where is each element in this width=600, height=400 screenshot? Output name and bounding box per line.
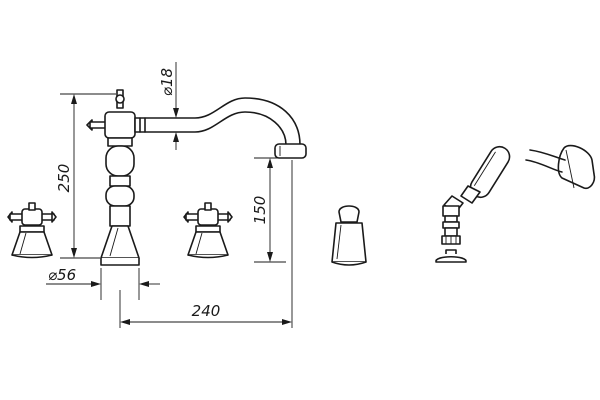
dimension-height-150: 150 <box>251 157 286 263</box>
hand-shower <box>435 144 596 263</box>
column-bulb-2 <box>105 185 135 207</box>
spout-aerator <box>274 143 307 159</box>
diverter-knob <box>331 205 367 266</box>
dimension-label-56: ⌀56 <box>48 266 76 284</box>
top-handle-hub <box>104 111 136 139</box>
column-bulb-1 <box>105 145 135 177</box>
top-handle-knob <box>115 94 125 104</box>
spout-base <box>100 225 140 259</box>
column-neck <box>109 175 131 187</box>
dimension-height-250: 250 <box>55 93 116 259</box>
dimension-diameter-56: ⌀56 <box>46 266 160 300</box>
spout-upper-edge <box>144 97 301 151</box>
column-lower <box>109 205 131 227</box>
column-ring-1 <box>107 137 133 147</box>
hand-shower-base <box>435 255 467 263</box>
left-cross-handle-valve <box>7 202 57 259</box>
dimension-label-18: ⌀18 <box>158 68 176 96</box>
center-cross-handle-valve <box>183 202 233 259</box>
shower-head <box>557 144 596 190</box>
dimension-label-240: 240 <box>192 302 221 320</box>
spout-assembly <box>86 89 307 266</box>
dimension-label-150: 150 <box>251 196 269 225</box>
spout-lower-edge <box>144 111 287 151</box>
dimension-diameter-18: ⌀18 <box>158 62 185 150</box>
dimension-label-250: 250 <box>55 164 73 193</box>
dimension-spacing-240: 240 <box>119 160 293 328</box>
